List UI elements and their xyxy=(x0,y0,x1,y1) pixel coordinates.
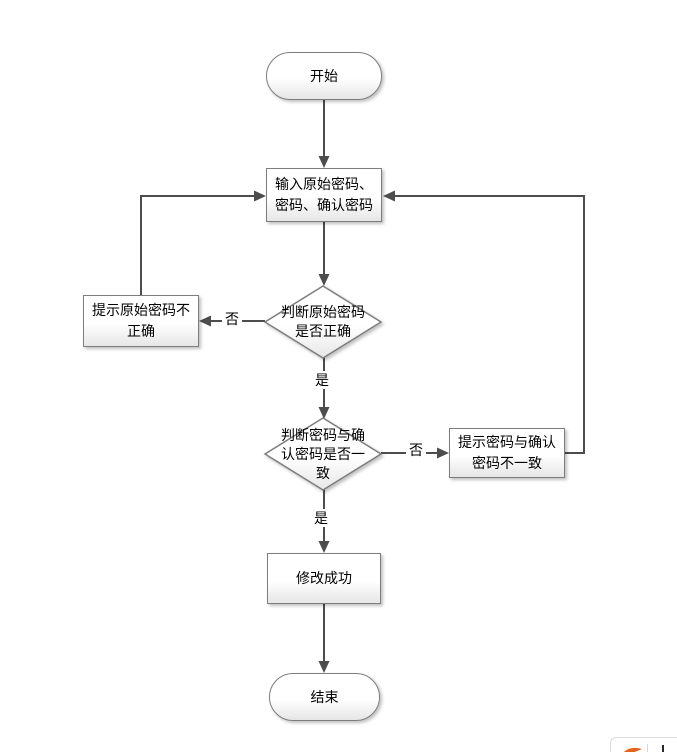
edge-label-decision1-yes: 是 xyxy=(312,371,332,389)
end-node: 结束 xyxy=(269,673,380,721)
arrowhead-into-prompt-original xyxy=(199,315,211,327)
prompt-original-incorrect-line2: 正确 xyxy=(127,323,155,339)
end-node-label: 结束 xyxy=(310,688,339,705)
arrowhead-into-end xyxy=(318,661,330,673)
edge-prompt-confirm-loopback xyxy=(394,195,585,454)
start-node-label: 开始 xyxy=(310,67,338,84)
watermark-logo-icon xyxy=(623,747,642,752)
edge-label-decision2-no: 否 xyxy=(406,441,426,459)
edge-label-decision1-no: 否 xyxy=(222,310,242,328)
decision-original-line1: 判断原始密码 xyxy=(281,304,365,320)
arrowhead-into-input-left xyxy=(254,190,266,202)
decision-original-password-diamond xyxy=(263,285,383,359)
prompt-confirm-mismatch-line2: 密码不一致 xyxy=(472,455,542,471)
edge-label-decision2-yes: 是 xyxy=(311,509,331,527)
success-node-label: 修改成功 xyxy=(296,570,352,586)
decision-confirm-line2: 认密码是否一 xyxy=(281,445,365,462)
prompt-confirm-mismatch-node: 提示密码与确认 密码不一致 xyxy=(449,428,565,478)
input-passwords-line1: 输入原始密码、 xyxy=(275,176,373,192)
arrowhead-into-decision1 xyxy=(318,274,330,286)
arrowhead-into-success xyxy=(318,541,330,553)
input-passwords-node: 输入原始密码、 密码、确认密码 xyxy=(266,168,382,222)
watermark-glyph xyxy=(655,743,671,752)
prompt-confirm-mismatch-line1: 提示密码与确认 xyxy=(458,434,556,450)
decision-original-line2: 是否正确 xyxy=(295,323,351,339)
arrowhead-into-decision2 xyxy=(318,407,330,419)
decision-original-password-text: 判断原始密码 是否正确 xyxy=(265,286,381,358)
prompt-original-incorrect-node: 提示原始密码不 正确 xyxy=(83,295,199,347)
edge-prompt-original-loopback xyxy=(140,195,255,295)
decision-confirm-line1: 判断密码与确 xyxy=(281,426,365,443)
arrowhead-into-input-top xyxy=(318,156,330,168)
decision-confirm-password-diamond xyxy=(263,417,383,491)
start-node: 开始 xyxy=(266,52,382,100)
arrowhead-into-prompt-confirm xyxy=(437,447,449,459)
success-node: 修改成功 xyxy=(267,553,381,604)
prompt-original-incorrect-line1: 提示原始密码不 xyxy=(92,302,190,318)
decision-confirm-line3: 致 xyxy=(316,464,330,481)
input-passwords-line2: 密码、确认密码 xyxy=(275,197,373,213)
arrowhead-into-input-right xyxy=(383,190,395,202)
watermark-divider xyxy=(647,744,648,752)
decision-confirm-password-text: 判断密码与确 认密码是否一 致 xyxy=(265,418,381,490)
watermark-badge xyxy=(610,737,677,752)
